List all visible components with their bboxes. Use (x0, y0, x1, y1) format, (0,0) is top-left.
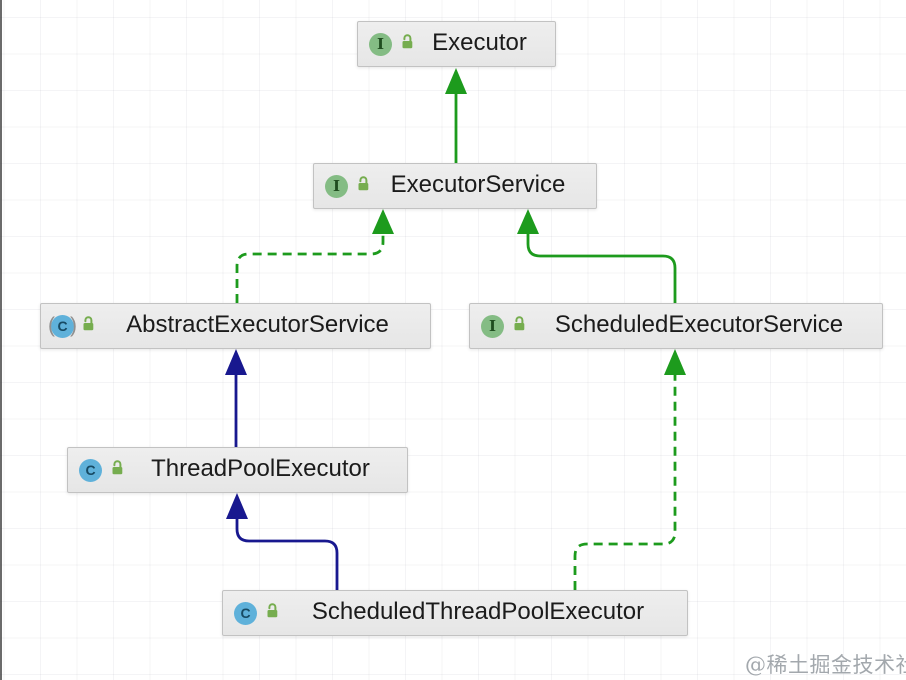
node-label: Executor (432, 29, 527, 56)
class-icon: C (234, 601, 257, 625)
node-executor-service[interactable]: I ExecutorService (313, 163, 597, 209)
public-lock-icon (108, 459, 126, 482)
node-abstract-executor-service[interactable]: ( C ) AbstractExecutorService (40, 303, 431, 349)
abstract-paren-right: ) (70, 313, 77, 337)
public-lock-icon (398, 33, 416, 56)
node-executor[interactable]: I Executor (357, 21, 556, 67)
public-lock-icon (263, 602, 281, 625)
interface-icon: I (325, 174, 348, 198)
class-icon: C (51, 314, 74, 338)
public-lock-icon (510, 315, 528, 338)
watermark: @稀土掘金技术社区 (745, 653, 906, 677)
node-thread-pool-executor[interactable]: C ThreadPoolExecutor (67, 447, 408, 493)
node-label: ScheduledExecutorService (554, 311, 844, 338)
abstract-paren-left: ( (48, 313, 55, 337)
interface-icon: I (369, 32, 392, 56)
node-label: ThreadPoolExecutor (151, 455, 370, 482)
interface-icon: I (481, 314, 504, 338)
class-icon: C (79, 458, 102, 482)
node-scheduled-thread-pool-executor[interactable]: C ScheduledThreadPoolExecutor (222, 590, 688, 636)
node-label: AbstractExecutorService (126, 311, 389, 338)
abstract-class-icon: ( C ) (48, 314, 77, 338)
public-lock-icon (354, 175, 372, 198)
node-label: ScheduledThreadPoolExecutor (311, 598, 645, 625)
screen-left-edge (0, 0, 2, 680)
public-lock-icon (79, 315, 97, 338)
node-label: ExecutorService (390, 171, 566, 198)
node-scheduled-executor-service[interactable]: I ScheduledExecutorService (469, 303, 883, 349)
